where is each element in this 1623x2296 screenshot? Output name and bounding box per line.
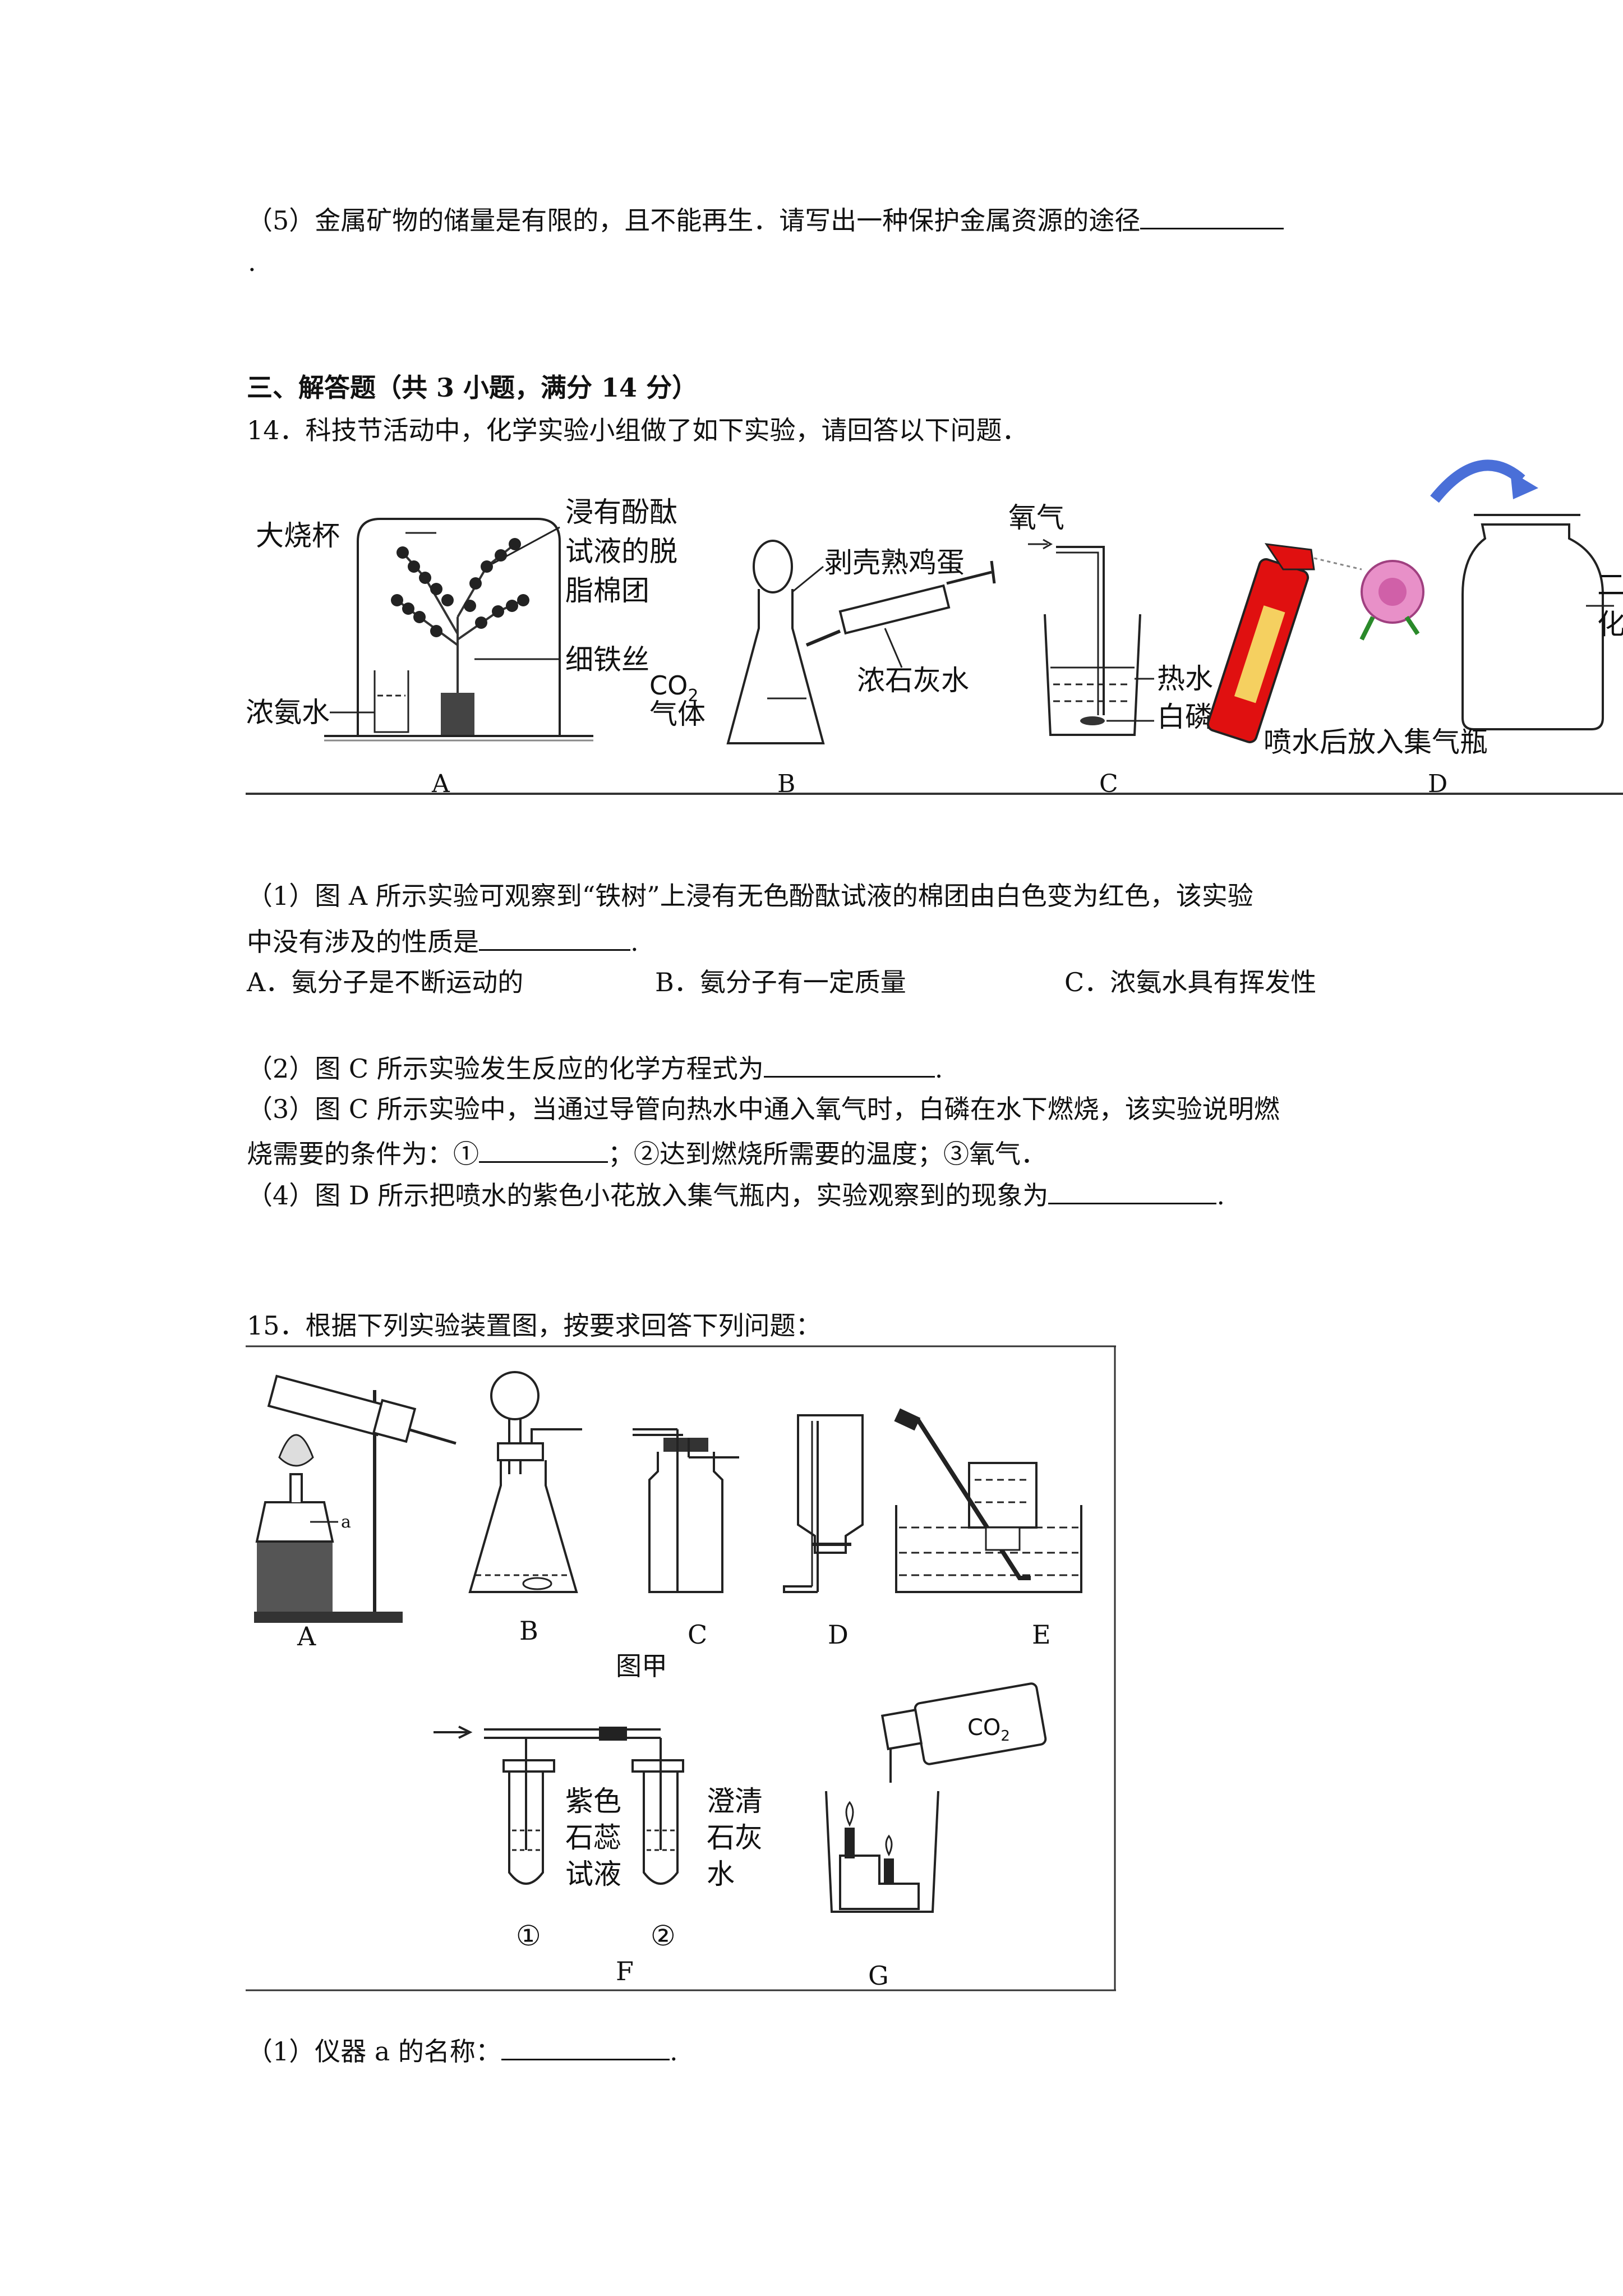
label-co2: CO2 xyxy=(649,670,698,706)
q14-p3-line2-start: 烧需要的条件为：① xyxy=(247,1139,479,1169)
label-a: a xyxy=(341,1512,351,1532)
panel-letter-b: B xyxy=(777,770,795,798)
q14-p4-text: （4）图 D 所示把喷水的紫色小花放入集气瓶内，实验观察到的现象为 xyxy=(247,1180,1049,1211)
q14-p1-line1: （1）图 A 所示实验可观察到“铁树”上浸有无色酚酞试液的棉团由白色变为红色，该… xyxy=(247,881,1253,911)
section-3-heading: 三、解答题（共 3 小题，满分 14 分） xyxy=(247,372,698,403)
letter-e: E xyxy=(1032,1619,1051,1650)
panel-letter-c: C xyxy=(1099,770,1118,798)
caption-tu-jia: 图甲 xyxy=(616,1651,667,1681)
label-gas: 气体 xyxy=(649,698,706,730)
q14-option-b: B．氨分子有一定质量 xyxy=(655,967,906,997)
figure-d-spray-and-jar xyxy=(1206,459,1614,743)
q14-p1-answer-blank[interactable] xyxy=(479,924,630,951)
period: . xyxy=(669,2036,678,2067)
label-water: 水 xyxy=(707,1858,735,1890)
apparatus-g xyxy=(825,1682,1047,1913)
q14-p4: （4）图 D 所示把喷水的紫色小花放入集气瓶内，实验观察到的现象为. xyxy=(247,1178,1225,1211)
label-lime-water: 浓石灰水 xyxy=(857,664,969,697)
q13-5-text: （5）金属矿物的储量是有限的，且不能再生．请写出一种保护金属资源的途径 xyxy=(247,203,1284,236)
label-big-beaker: 大烧杯 xyxy=(256,519,340,552)
q14-p4-answer-blank[interactable] xyxy=(1048,1178,1217,1204)
letter-a: A xyxy=(297,1621,316,1651)
label-oxygen: 氧气 xyxy=(1008,501,1064,534)
q14-p3-line2-end: ；②达到燃烧所需要的温度；③氧气． xyxy=(608,1139,1046,1169)
label-conc-ammonia: 浓氨水 xyxy=(246,696,330,729)
q14-figure: 大烧杯 浸有酚酞 试液的脱 脂棉团 细铁丝 浓氨水 剥壳熟鸡蛋 CO2 气体 浓… xyxy=(246,459,1623,798)
label-jar-2: 化 xyxy=(1597,608,1623,641)
apparatus-d xyxy=(783,1414,864,1593)
label-soaked-1: 浸有酚酞 xyxy=(565,496,677,528)
q14-p2: （2）图 C 所示实验发生反应的化学方程式为. xyxy=(247,1051,943,1084)
letter-b: B xyxy=(519,1616,538,1646)
q13-5-question: （5）金属矿物的储量是有限的，且不能再生．请写出一种保护金属资源的途径 xyxy=(247,205,1141,236)
label-purple: 紫色 xyxy=(565,1785,621,1818)
label-hot-water: 热水 xyxy=(1157,662,1213,695)
tube-num-2: ② xyxy=(651,1920,676,1952)
label-lime: 石灰 xyxy=(707,1821,763,1854)
q15-p1-text: （1）仪器 a 的名称： xyxy=(247,2036,501,2067)
q14-p1-line2: 中没有涉及的性质是. xyxy=(247,924,639,958)
label-spray-caption: 喷水后放入集气瓶 xyxy=(1264,726,1488,758)
q14-stem: 14．科技节活动中，化学实验小组做了如下实验，请回答以下问题． xyxy=(247,415,1028,445)
q13-5-answer-blank[interactable] xyxy=(1140,203,1284,229)
figure-c-beaker xyxy=(1028,539,1154,736)
label-iron-wire: 细铁丝 xyxy=(565,643,649,676)
q15-p1-answer-blank[interactable] xyxy=(501,2034,670,2060)
q14-p2-answer-blank[interactable] xyxy=(763,1051,935,1078)
q14-option-c: C．浓氨水具有挥发性 xyxy=(1064,967,1317,997)
label-litmus: 石蕊 xyxy=(565,1821,621,1854)
letter-g: G xyxy=(868,1961,889,1991)
label-g-co2: CO2 xyxy=(967,1715,1010,1745)
panel-letter-d: D xyxy=(1428,770,1447,798)
q14-option-a: A．氨分子是不断运动的 xyxy=(247,967,524,997)
label-jar-1: 二 xyxy=(1597,569,1623,601)
label-white-phosphorus: 白磷 xyxy=(1157,701,1213,733)
apparatus-c xyxy=(633,1428,739,1593)
period: . xyxy=(934,1053,943,1084)
figure-b-flask xyxy=(726,540,996,744)
label-soaked-2: 试液的脱 xyxy=(565,535,677,568)
panel-letter-a: A xyxy=(431,770,450,798)
q14-p3-line1: （3）图 C 所示实验中，当通过导管向热水中通入氧气时，白磷在水下燃烧，该实验说… xyxy=(247,1094,1280,1124)
letter-d: D xyxy=(828,1619,849,1650)
label-clear: 澄清 xyxy=(707,1785,763,1818)
figure-a-iron-tree xyxy=(324,518,593,742)
q15-figure: a A B C xyxy=(246,1345,1116,1991)
q15-stem: 15．根据下列实验装置图，按要求回答下列问题： xyxy=(247,1310,822,1341)
label-soaked-3: 脂棉团 xyxy=(565,574,649,607)
period: . xyxy=(1216,1180,1225,1211)
q14-p3-line2: 烧需要的条件为：① ；②达到燃烧所需要的温度；③氧气． xyxy=(247,1137,1046,1170)
q14-p2-text: （2）图 C 所示实验发生反应的化学方程式为 xyxy=(247,1053,764,1084)
q14-p1-line2-text: 中没有涉及的性质是 xyxy=(247,927,479,957)
period: . xyxy=(630,927,639,957)
label-solution: 试液 xyxy=(565,1858,621,1890)
q13-5-tail: . xyxy=(248,247,256,277)
apparatus-f xyxy=(434,1726,684,1885)
q14-p3-answer-blank[interactable] xyxy=(479,1137,608,1163)
apparatus-b xyxy=(468,1371,582,1593)
tube-num-1: ① xyxy=(516,1920,541,1952)
apparatus-e xyxy=(894,1408,1082,1593)
apparatus-a xyxy=(254,1374,457,1623)
letter-f: F xyxy=(616,1956,634,1986)
letter-c: C xyxy=(688,1619,707,1650)
q15-p1: （1）仪器 a 的名称：. xyxy=(247,2034,678,2067)
label-peeled-egg: 剥壳熟鸡蛋 xyxy=(824,546,965,579)
